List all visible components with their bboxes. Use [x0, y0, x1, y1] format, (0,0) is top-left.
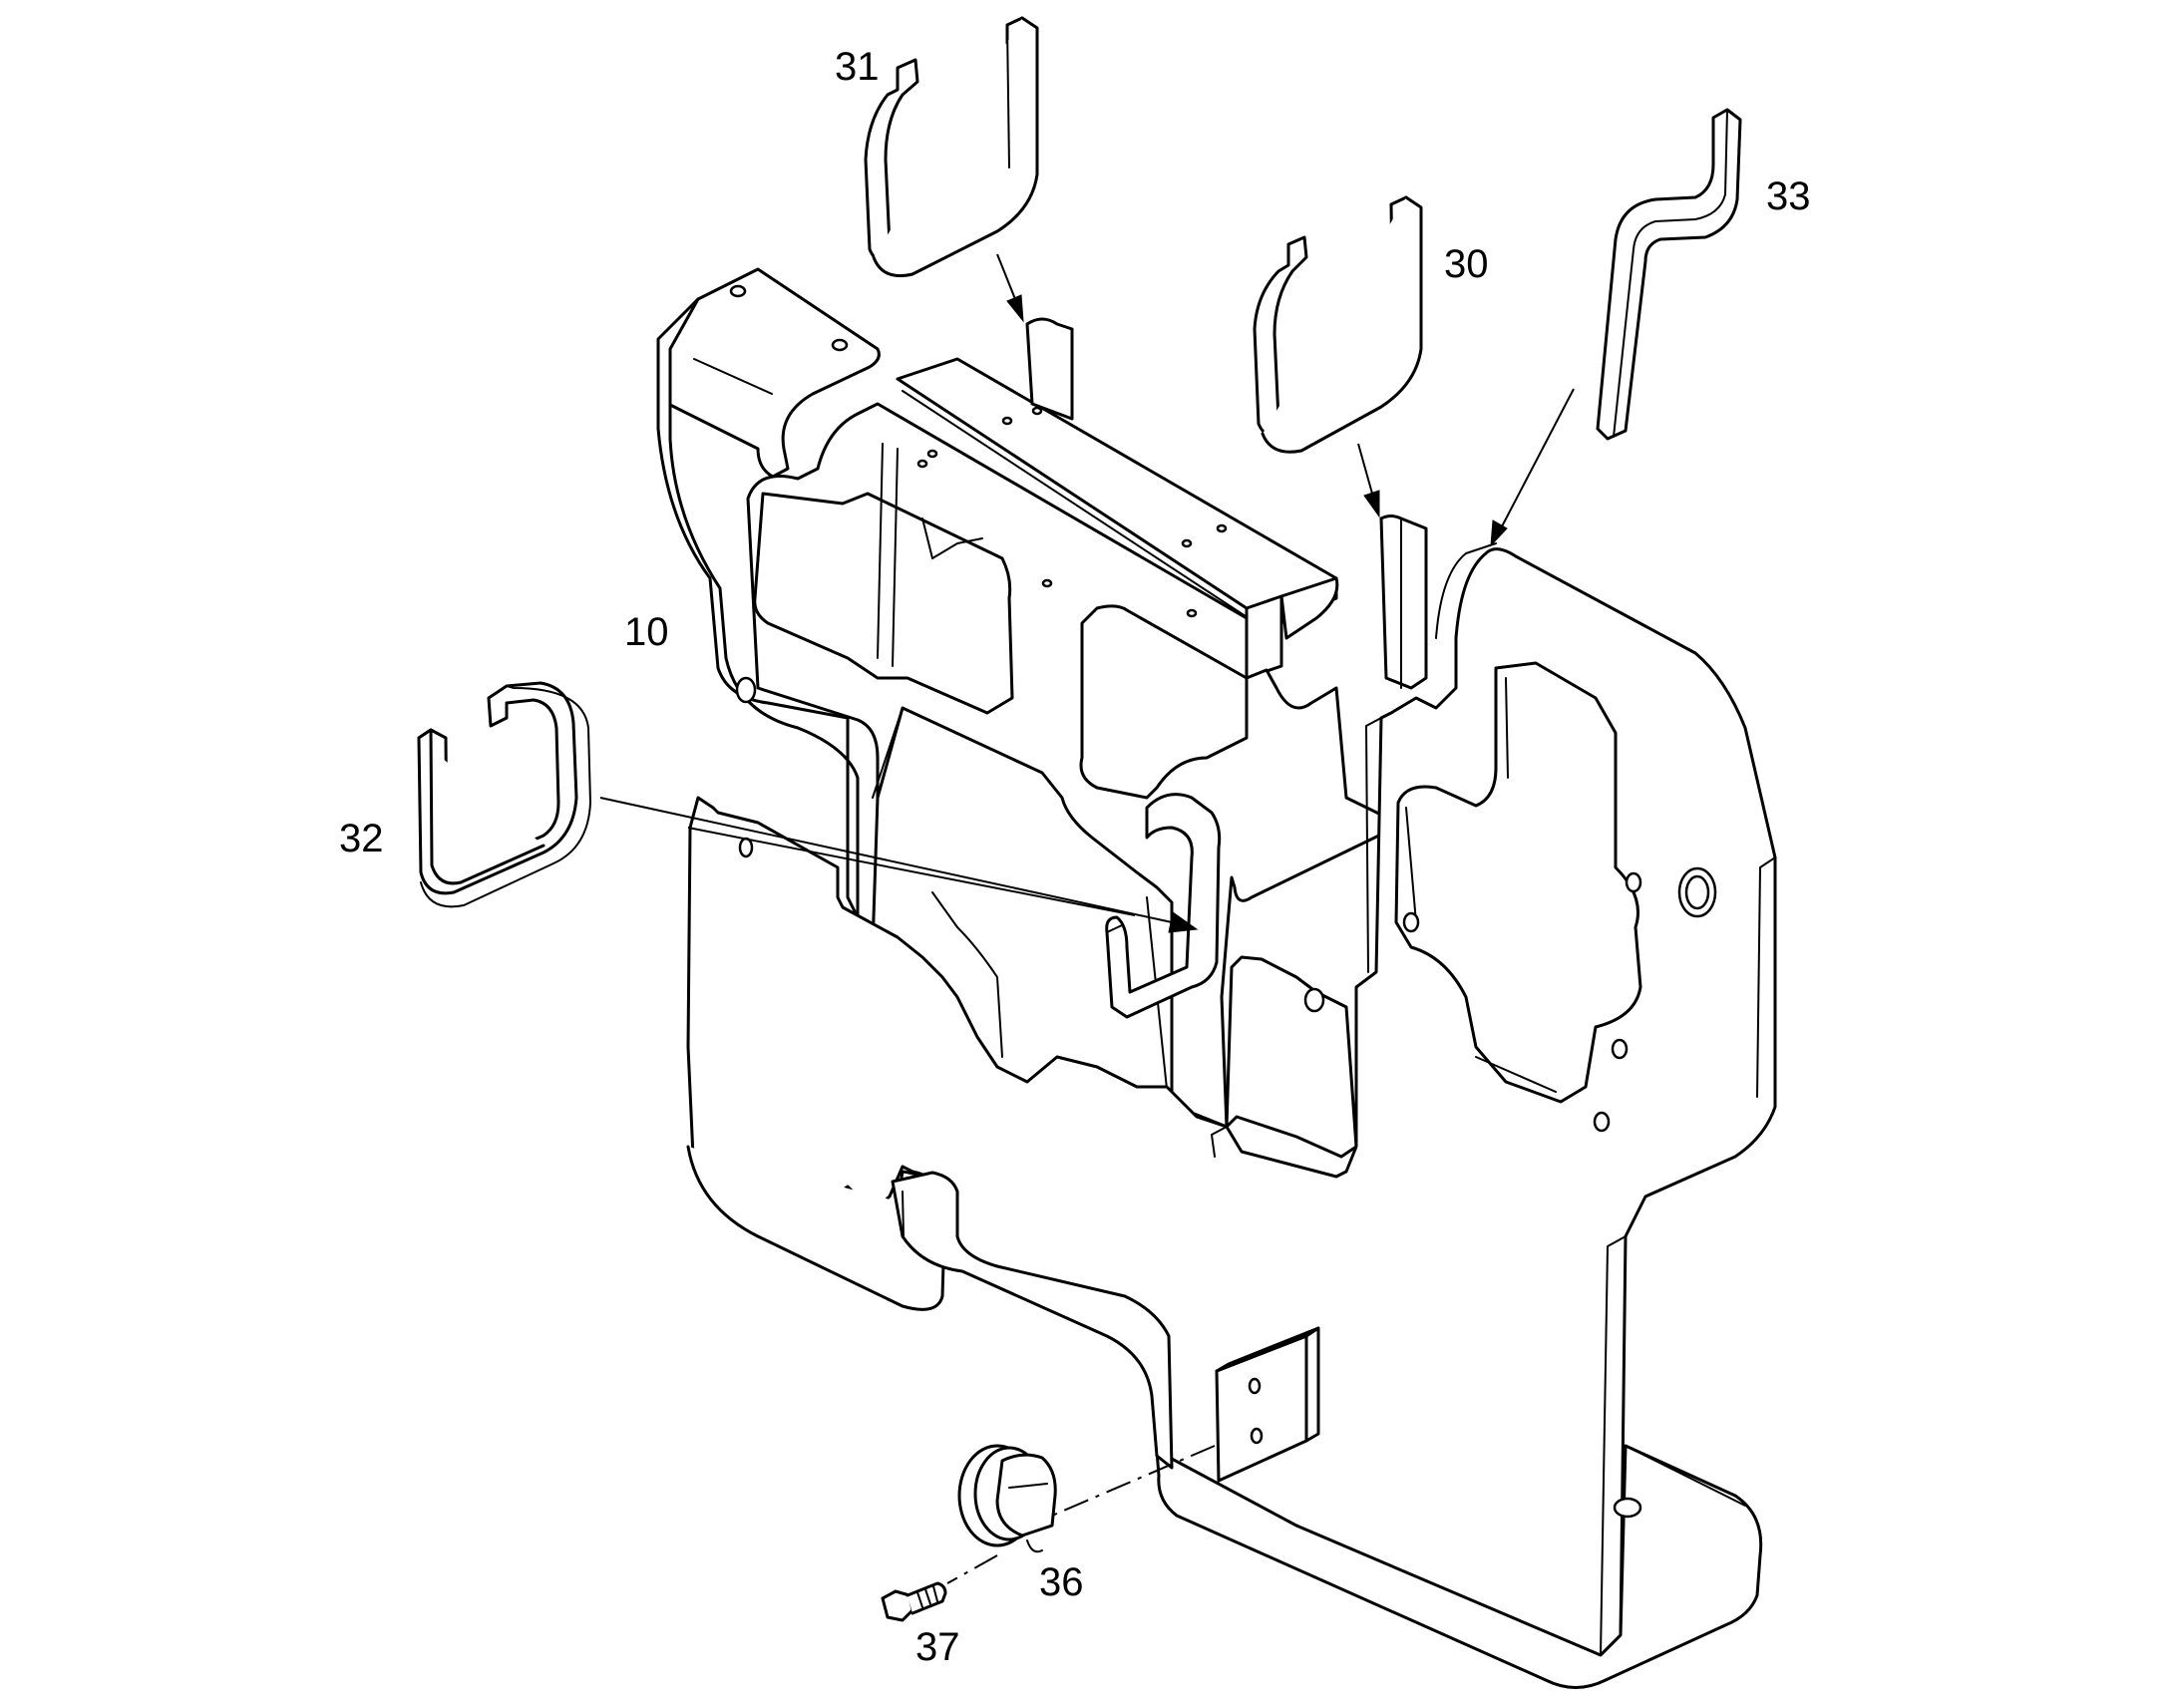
callout-30: 30	[1444, 242, 1489, 286]
grommet-36	[957, 1444, 1057, 1553]
edge-protector-31	[864, 16, 1039, 278]
callout-32: 32	[339, 817, 384, 860]
rear-left-bracket	[656, 267, 881, 919]
leader-lines	[599, 253, 1575, 1584]
screw-37	[881, 1581, 947, 1622]
vertical-strip-right	[1379, 514, 1428, 690]
base-foot	[1155, 1444, 1763, 1689]
square-pad	[1215, 1326, 1320, 1483]
callout-labels: 31 30 33 10 32 36 37	[339, 45, 1811, 1669]
front-right-plate	[686, 542, 1777, 1657]
edge-protector-30	[1253, 195, 1423, 454]
hook-bracket	[1105, 793, 1222, 1019]
callout-31: 31	[835, 45, 880, 89]
callout-33: 33	[1766, 174, 1811, 218]
edge-protector-33	[1596, 108, 1742, 441]
lower-left-plate	[686, 837, 1174, 1470]
top-channel	[896, 357, 1339, 680]
vertical-strip-left	[1025, 317, 1074, 421]
callout-36: 36	[1039, 1560, 1084, 1604]
callout-10: 10	[624, 610, 669, 654]
callout-37: 37	[915, 1625, 960, 1669]
edge-protector-32	[417, 681, 591, 908]
